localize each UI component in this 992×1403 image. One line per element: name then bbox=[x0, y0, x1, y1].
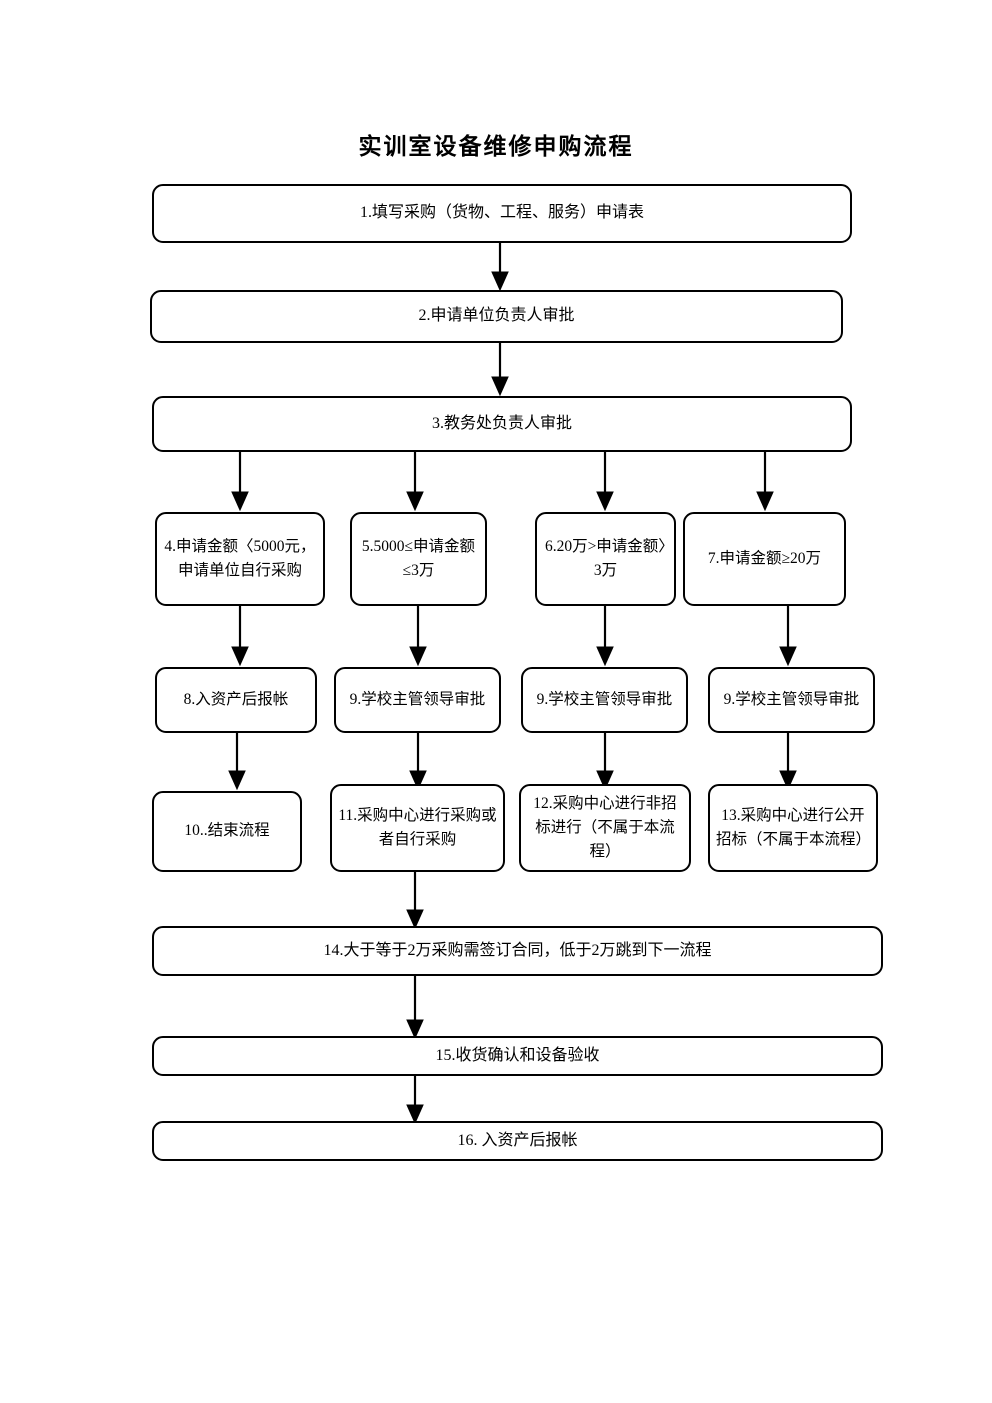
flow-node-2[interactable]: 2.申请单位负责人审批 bbox=[150, 290, 843, 343]
flow-node-14-label: 14.大于等于2万采购需签订合同，低于2万跳到下一流程 bbox=[323, 941, 712, 959]
flow-node-5[interactable]: 5.5000≤申请金额≤3万 bbox=[350, 512, 487, 606]
flow-node-9b-label: 9.学校主管领导审批 bbox=[536, 690, 673, 708]
flow-node-5-label: 5.5000≤申请金额≤3万 bbox=[361, 537, 476, 579]
flow-node-7[interactable]: 7.申请金额≥20万 bbox=[683, 512, 846, 606]
flow-node-7-label: 7.申请金额≥20万 bbox=[707, 549, 822, 567]
flow-node-12-label: 12.采购中心进行非招标进行（不属于本流程） bbox=[533, 794, 677, 860]
page-title: 实训室设备维修申购流程 bbox=[358, 133, 634, 160]
flow-node-6-label: 6.20万>申请金额〉3万 bbox=[544, 537, 667, 579]
flow-node-9c-label: 9.学校主管领导审批 bbox=[723, 690, 860, 708]
flow-node-9a[interactable]: 9.学校主管领导审批 bbox=[334, 667, 501, 733]
flow-node-6[interactable]: 6.20万>申请金额〉3万 bbox=[535, 512, 676, 606]
flow-node-16-label: 16. 入资产后报帐 bbox=[457, 1131, 578, 1149]
flow-node-10-label: 10..结束流程 bbox=[184, 822, 270, 840]
flow-node-1[interactable]: 1.填写采购（货物、工程、服务）申请表 bbox=[152, 184, 852, 243]
flow-node-8[interactable]: 8.入资产后报帐 bbox=[155, 667, 317, 733]
flow-node-10[interactable]: 10..结束流程 bbox=[152, 791, 302, 872]
flow-node-11[interactable]: 11.采购中心进行采购或者自行采购 bbox=[330, 784, 505, 872]
flow-node-14[interactable]: 14.大于等于2万采购需签订合同，低于2万跳到下一流程 bbox=[152, 926, 883, 976]
flow-node-15[interactable]: 15.收货确认和设备验收 bbox=[152, 1036, 883, 1076]
flow-node-2-label: 2.申请单位负责人审批 bbox=[418, 307, 575, 325]
flow-node-13-label: 13.采购中心进行公开招标（不属于本流程） bbox=[716, 806, 872, 848]
flow-node-1-label: 1.填写采购（货物、工程、服务）申请表 bbox=[359, 204, 644, 222]
flow-node-9b[interactable]: 9.学校主管领导审批 bbox=[521, 667, 688, 733]
flow-node-16[interactable]: 16. 入资产后报帐 bbox=[152, 1121, 883, 1161]
flow-node-11-label: 11.采购中心进行采购或者自行采购 bbox=[338, 806, 497, 848]
flow-node-9c[interactable]: 9.学校主管领导审批 bbox=[708, 667, 875, 733]
flow-node-8-label: 8.入资产后报帐 bbox=[183, 690, 289, 708]
flow-node-9a-label: 9.学校主管领导审批 bbox=[349, 690, 486, 708]
flow-node-4-label: 4.申请金额〈5000元，申请单位自行采购 bbox=[164, 537, 316, 579]
flow-node-3-label: 3.教务处负责人审批 bbox=[431, 414, 572, 432]
flow-node-12[interactable]: 12.采购中心进行非招标进行（不属于本流程） bbox=[519, 784, 691, 872]
flow-node-3[interactable]: 3.教务处负责人审批 bbox=[152, 396, 852, 452]
flow-node-15-label: 15.收货确认和设备验收 bbox=[435, 1046, 600, 1064]
flow-node-13[interactable]: 13.采购中心进行公开招标（不属于本流程） bbox=[708, 784, 878, 872]
flow-node-4[interactable]: 4.申请金额〈5000元，申请单位自行采购 bbox=[155, 512, 325, 606]
